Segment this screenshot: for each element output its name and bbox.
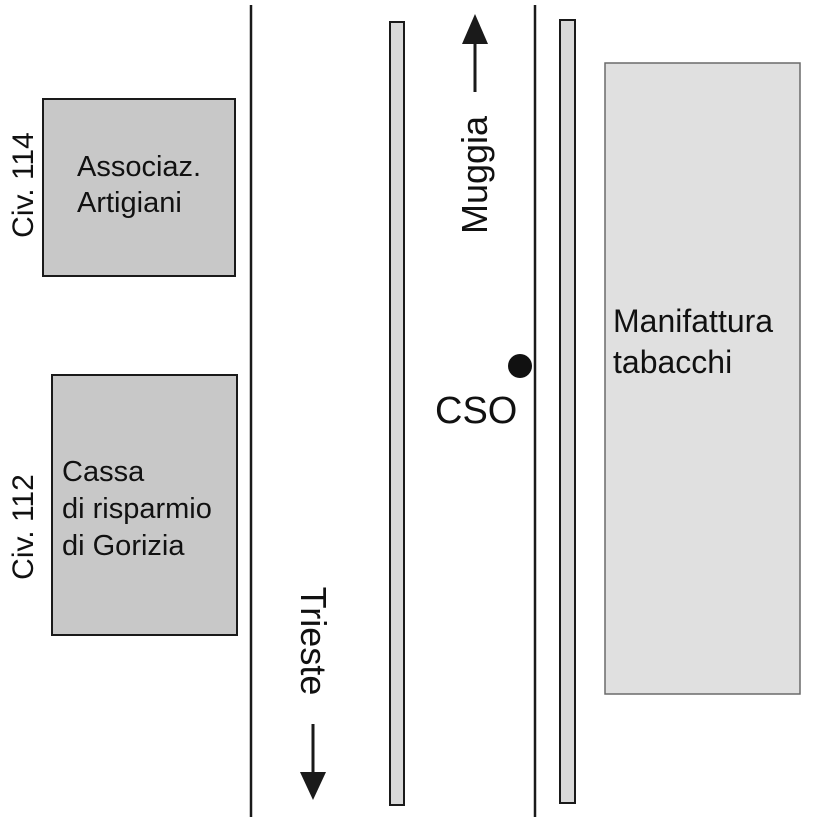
artigiani-label-line1: Associaz. [77, 151, 202, 183]
median-strip-right [559, 19, 576, 804]
direction-label-muggia: Muggia [454, 115, 495, 235]
median-strip-left [389, 21, 405, 806]
cassa-label-line3: di Gorizia [62, 530, 185, 562]
cso-marker-icon [508, 354, 532, 378]
manifattura-label-line1: Manifattura [613, 303, 774, 339]
cassa-label-line2: di risparmio [62, 493, 212, 525]
artigiani-label-line2: Artigiani [77, 187, 182, 219]
civic-number-114: Civ. 114 [7, 132, 40, 238]
arrow-down-icon [300, 724, 326, 800]
building-manifattura-tabacchi [604, 62, 801, 695]
arrow-up-icon [462, 14, 488, 92]
building-associaz-artigiani [42, 98, 236, 277]
cso-marker-label: CSO [435, 390, 518, 432]
direction-label-trieste: Trieste [293, 586, 334, 696]
building-cassa-di-risparmio [51, 374, 238, 636]
manifattura-label-line2: tabacchi [613, 344, 733, 380]
civic-number-112: Civ. 112 [7, 474, 40, 580]
cassa-label-line1: Cassa [62, 456, 145, 488]
